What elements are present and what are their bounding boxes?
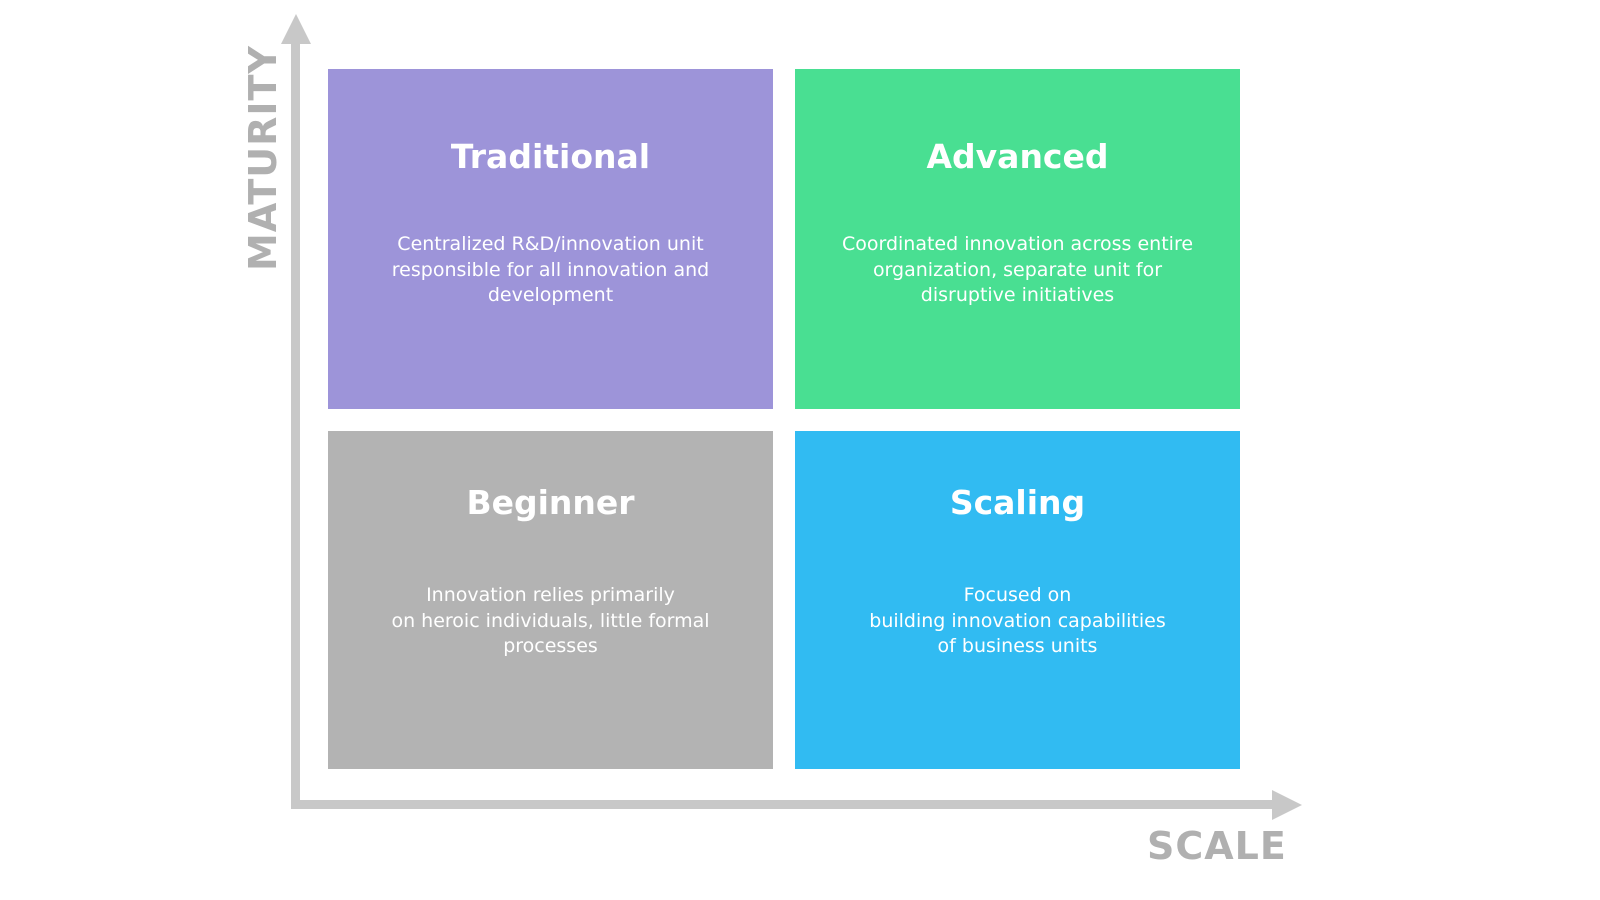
quadrant-description: Focused on building innovation capabilit… [869,584,1166,657]
quadrant-beginner: Beginner Innovation relies primarily on … [328,431,773,769]
quadrant-description: Coordinated innovation across entire org… [841,233,1194,306]
quadrant-title: Scaling [949,483,1086,522]
quadrant-scaling: Scaling Focused on building innovation c… [795,431,1240,769]
arrow-right-icon [1272,790,1302,820]
quadrant-title: Beginner [466,483,635,522]
quadrant-title: Advanced [926,137,1109,176]
y-axis-line [291,38,300,808]
arrow-up-icon [281,14,311,44]
quadrant-description: Centralized R&D/innovation unit responsi… [391,233,710,306]
x-axis-line [291,800,1277,809]
y-axis-label: MATURITY [241,45,285,271]
quadrant-advanced: Advanced Coordinated innovation across e… [795,69,1240,409]
quadrant-traditional: Traditional Centralized R&D/innovation u… [328,69,773,409]
quadrant-title: Traditional [450,137,651,176]
quadrant-description: Innovation relies primarily on heroic in… [391,584,710,657]
x-axis-label: SCALE [1147,824,1287,868]
